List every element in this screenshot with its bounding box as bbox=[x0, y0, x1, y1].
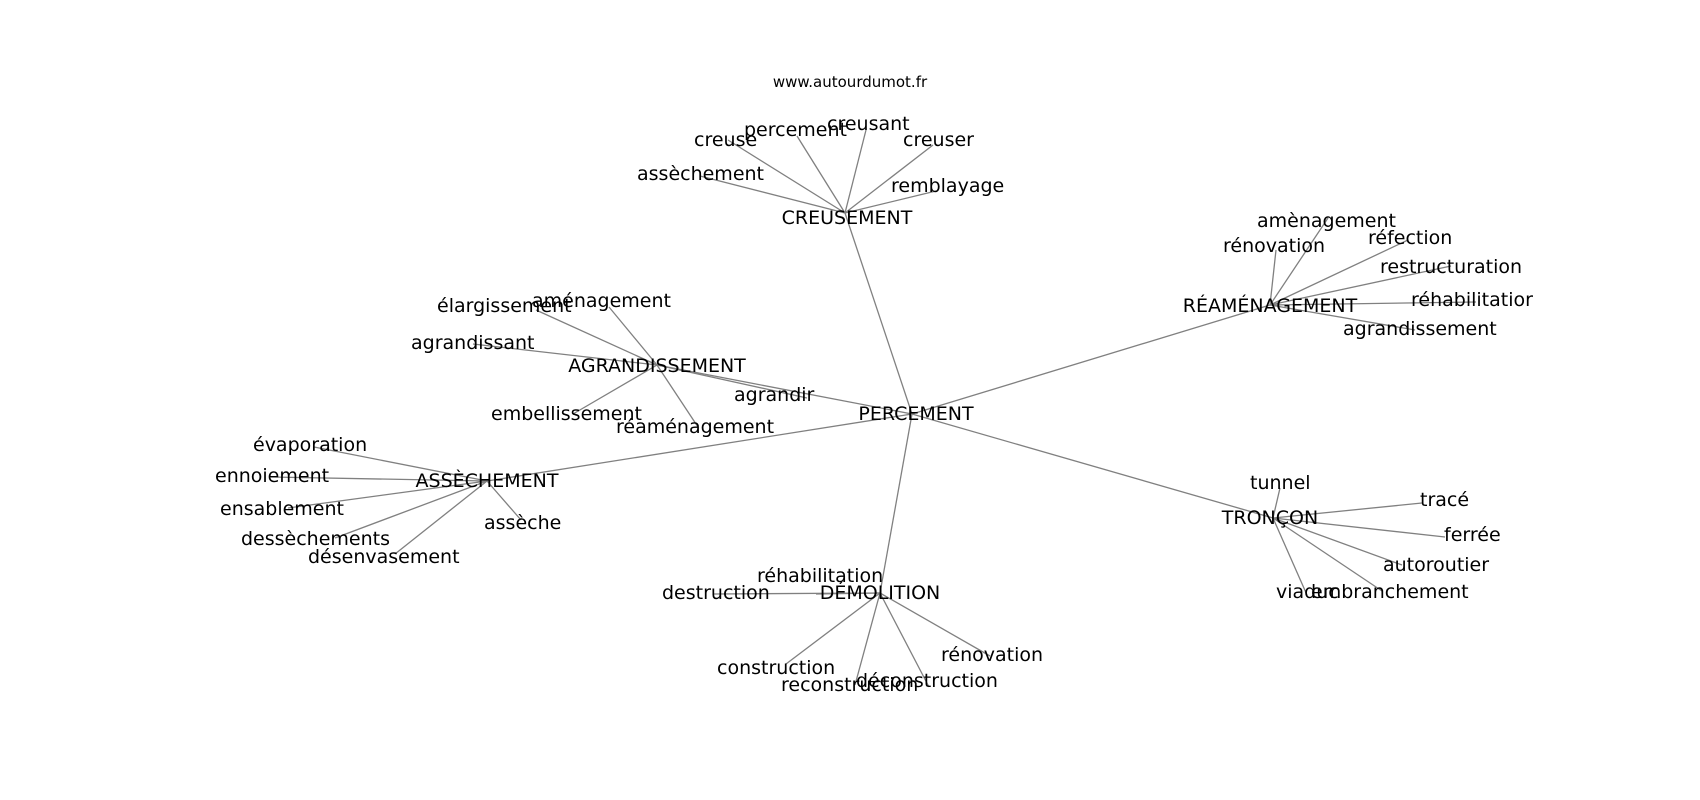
leaf-label-creusement-5[interactable]: remblayage bbox=[891, 175, 1004, 197]
edge-agrandissement-4 bbox=[572, 364, 658, 415]
leaf-label-troncon-5[interactable]: viaduc bbox=[1276, 581, 1339, 603]
leaf-label-demolition-3[interactable]: reconstruction bbox=[781, 674, 918, 696]
leaf-label-demolition-0[interactable]: réhabilitation bbox=[757, 565, 883, 587]
leaf-label-reamenagement-5[interactable]: agrandissement bbox=[1343, 318, 1497, 340]
edge-demolition-5 bbox=[879, 592, 991, 657]
hub-label-reamenagement[interactable]: RÉAMÉNAGEMENT bbox=[1183, 294, 1358, 317]
edge-troncon-3 bbox=[1272, 517, 1403, 566]
edge-assechement-0 bbox=[313, 446, 488, 482]
edge-agrandissement-5 bbox=[656, 364, 699, 428]
edge-center-troncon bbox=[911, 413, 1274, 519]
leaf-label-assechement-1[interactable]: ennoiement bbox=[215, 465, 329, 487]
edges-layer bbox=[270, 129, 1477, 688]
hub-label-assechement[interactable]: ASSÈCHEMENT bbox=[416, 469, 559, 492]
edge-reamenagement-3 bbox=[1269, 265, 1452, 306]
edge-agrandissement-3 bbox=[656, 364, 808, 399]
edge-troncon-0 bbox=[1272, 487, 1281, 519]
edge-creusement-3 bbox=[844, 129, 867, 214]
leaf-label-reamenagement-4[interactable]: réhabilitatior bbox=[1411, 289, 1533, 311]
edge-center-demolition bbox=[879, 413, 913, 594]
leaf-label-troncon-2[interactable]: ferrée bbox=[1444, 524, 1501, 546]
edge-demolition-2 bbox=[785, 592, 881, 665]
leaf-label-reamenagement-2[interactable]: réfection bbox=[1368, 227, 1452, 249]
hub-label-agrandissement[interactable]: AGRANDISSEMENT bbox=[568, 355, 746, 377]
edge-reamenagement-4 bbox=[1269, 301, 1477, 306]
edge-center-agrandissement bbox=[656, 364, 913, 415]
edge-reamenagement-0 bbox=[1269, 249, 1277, 306]
edge-assechement-4 bbox=[394, 480, 488, 555]
hub-label-creusement[interactable]: CREUSEMENT bbox=[782, 207, 913, 229]
site-credit: www.autourdumot.fr bbox=[773, 73, 928, 91]
edge-creusement-4 bbox=[844, 144, 934, 214]
edge-troncon-2 bbox=[1272, 517, 1446, 538]
labels-layer: www.autourdumot.fr PERCEMENT assèchement c… bbox=[215, 73, 1533, 696]
edge-agrandissement-0 bbox=[535, 309, 658, 366]
leaf-label-troncon-0[interactable]: tunnel bbox=[1250, 472, 1311, 494]
leaf-label-demolition-1[interactable]: destruction bbox=[662, 582, 770, 604]
leaf-label-assechement-3[interactable]: dessèchements bbox=[241, 528, 390, 550]
edge-assechement-1 bbox=[270, 476, 488, 482]
center-node-label[interactable]: PERCEMENT bbox=[858, 403, 974, 425]
leaf-label-reamenagement-0[interactable]: rénovation bbox=[1223, 235, 1325, 257]
edge-creusement-0 bbox=[699, 175, 846, 214]
edge-center-assechement bbox=[486, 413, 913, 482]
edge-agrandissement-1 bbox=[608, 306, 658, 366]
leaf-label-agrandissement-1[interactable]: aménagement bbox=[532, 290, 671, 312]
edge-demolition-1 bbox=[713, 592, 881, 595]
edge-reamenagement-2 bbox=[1269, 239, 1409, 306]
leaf-label-assechement-0[interactable]: évaporation bbox=[253, 434, 367, 456]
edge-center-creusement bbox=[844, 212, 913, 415]
edge-troncon-4 bbox=[1272, 517, 1383, 592]
edge-reamenagement-5 bbox=[1269, 304, 1416, 331]
leaf-label-troncon-3[interactable]: autoroutier bbox=[1383, 554, 1489, 576]
hub-label-troncon[interactable]: TRONÇON bbox=[1221, 507, 1318, 529]
leaf-label-creusement-0[interactable]: assèchement bbox=[637, 163, 764, 185]
leaf-label-assechement-2[interactable]: ensablement bbox=[220, 498, 344, 520]
leaf-label-assechement-5[interactable]: assèche bbox=[484, 512, 561, 534]
leaf-label-agrandissement-3[interactable]: agrandir bbox=[734, 384, 815, 406]
edge-agrandissement-2 bbox=[472, 343, 658, 366]
leaf-label-creusement-1[interactable]: creuse bbox=[694, 129, 757, 151]
leaf-label-reamenagement-3[interactable]: restructuration bbox=[1380, 256, 1522, 278]
edge-troncon-1 bbox=[1272, 502, 1423, 519]
leaf-label-reamenagement-1[interactable]: amènagement bbox=[1257, 210, 1396, 232]
edge-assechement-5 bbox=[486, 480, 522, 521]
leaf-label-troncon-4[interactable]: embranchement bbox=[1311, 581, 1469, 603]
edge-creusement-2 bbox=[796, 135, 846, 214]
edge-demolition-4 bbox=[879, 592, 930, 688]
leaf-label-agrandissement-2[interactable]: agrandissant bbox=[411, 332, 534, 354]
edge-reamenagement-1 bbox=[1269, 217, 1329, 306]
leaf-label-demolition-5[interactable]: rénovation bbox=[941, 644, 1043, 666]
leaf-label-troncon-1[interactable]: tracé bbox=[1420, 489, 1469, 511]
edge-creusement-1 bbox=[727, 139, 846, 214]
edge-assechement-3 bbox=[334, 480, 488, 539]
hub-label-demolition[interactable]: DÉMOLITION bbox=[820, 581, 941, 604]
leaf-label-agrandissement-5[interactable]: réaménagement bbox=[616, 416, 774, 438]
leaf-label-agrandissement-0[interactable]: élargissement bbox=[437, 295, 572, 317]
edge-troncon-5 bbox=[1272, 517, 1308, 596]
leaf-label-demolition-2[interactable]: construction bbox=[717, 657, 835, 679]
edge-center-reamenagement bbox=[911, 304, 1271, 415]
leaf-label-creusement-3[interactable]: creusant bbox=[827, 113, 910, 135]
leaf-label-creusement-2[interactable]: percement bbox=[744, 119, 847, 141]
leaf-label-creusement-4[interactable]: creuser bbox=[903, 129, 974, 151]
leaf-label-demolition-4[interactable]: déconstruction bbox=[856, 670, 998, 692]
edge-demolition-3 bbox=[854, 592, 881, 686]
edge-assechement-2 bbox=[287, 480, 488, 509]
leaf-label-agrandissement-4[interactable]: embellissement bbox=[491, 403, 642, 425]
edge-creusement-5 bbox=[844, 190, 937, 214]
leaf-label-assechement-4[interactable]: désenvasement bbox=[308, 546, 460, 568]
